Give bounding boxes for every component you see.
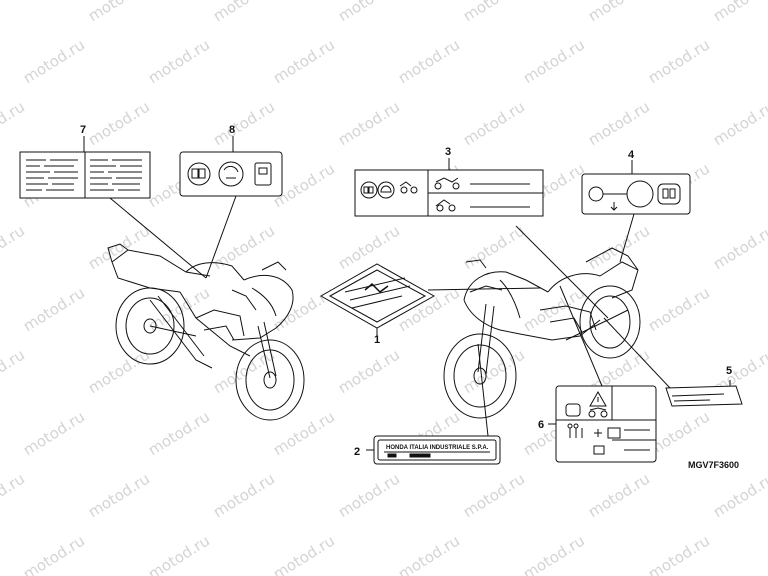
- right-front-wheel: [443, 333, 517, 419]
- rider-icon: [435, 177, 459, 183]
- left-front-wheel: [235, 339, 305, 421]
- callout-7: 7: [80, 124, 86, 136]
- label-1-emblem: [319, 263, 436, 329]
- diagram-code: MGV7F3600: [688, 460, 739, 470]
- callout-3: 3: [445, 146, 451, 158]
- right-motorcycle: [443, 247, 641, 419]
- callout-5: 5: [726, 365, 732, 377]
- manual-icon-4: [657, 183, 681, 205]
- callout-1: 1: [374, 334, 380, 346]
- callout-8: 8: [229, 124, 235, 136]
- luggage-icon: [607, 427, 621, 439]
- callout-6: 6: [538, 419, 544, 431]
- callout-2: 2: [354, 446, 360, 458]
- warning-triangle-icon: [589, 390, 607, 407]
- manual-icon-3: [360, 181, 378, 199]
- leader-lines: [83, 136, 731, 451]
- callout-4: 4: [628, 149, 635, 161]
- left-motorcycle: [107, 243, 305, 421]
- fuel-mix-icon: [218, 161, 244, 187]
- manual-icon-6: [565, 403, 581, 417]
- right-rear-wheel: [579, 285, 641, 359]
- helmet-icon: [377, 181, 395, 199]
- label-7-plate: [19, 151, 151, 199]
- label-2-text: HONDA ITALIA INDUSTRIALE S.P.A.: [386, 445, 489, 451]
- label-5-strip: [665, 385, 743, 407]
- passenger-icon: [569, 428, 583, 438]
- label-8-plate: [179, 151, 283, 197]
- manual-icon: [187, 162, 211, 186]
- label-6-plate: [555, 385, 657, 463]
- label-7-text-lines: [26, 159, 142, 191]
- label-2-plate: [373, 435, 501, 465]
- label-3-plate: [354, 169, 544, 217]
- fuel-can-icon: [254, 162, 272, 186]
- label-4-plate: [581, 173, 691, 215]
